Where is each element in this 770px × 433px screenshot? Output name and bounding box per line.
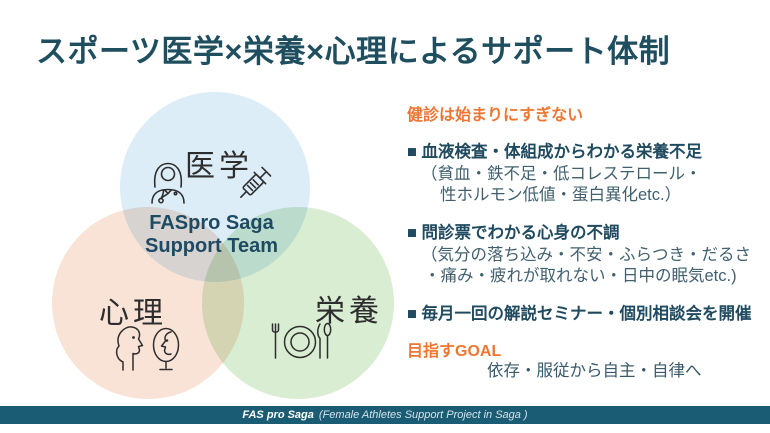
medicine-label: 医学 (185, 150, 253, 183)
nutrition-circle (202, 207, 394, 399)
center-label-line2: Support Team (145, 235, 278, 257)
goal-label: 目指すGOAL (407, 343, 502, 360)
bullet-1-sub-1: （貧血・鉄不足・低コレステロール・ (421, 165, 702, 183)
doctor-icon (148, 160, 188, 204)
psychology-label: 心理 (99, 297, 167, 330)
talking-faces-icon (111, 321, 185, 373)
bullet-2-sub-1: （気分の落ち込み・不安・ふらつき・だるさ (421, 246, 751, 264)
plate-cutlery-icon (270, 320, 332, 362)
venn-center-label: FASpro Saga Support Team (109, 212, 314, 258)
footer-bar: FAS pro Saga (Female Athletes Support Pr… (0, 406, 770, 424)
intro-heading: 健診は始まりにすぎない (407, 107, 584, 124)
bullet-3-title: ■ 毎月一回の解説セミナー・個別相談会を開催 (407, 305, 752, 323)
bullet-1-title: ■ 血液検査・体組成からわかる栄養不足 (407, 143, 703, 161)
syringe-icon (233, 162, 277, 204)
footer-brand: FAS pro Saga (242, 409, 314, 421)
bullet-2-title: ■ 問診票でわかる心身の不調 (407, 224, 620, 242)
page-title: スポーツ医学×栄養×心理によるサポート体制 (36, 34, 671, 69)
footer-subtitle: (Female Athletes Support Project in Saga… (318, 409, 528, 421)
bullet-2-sub-2: ・痛み・疲れが取れない・日中の眠気etc.) (424, 267, 737, 285)
nutrition-label: 栄養 (315, 295, 383, 328)
center-label-line1: FASpro Saga (149, 212, 274, 234)
bullet-1-sub-2: 性ホルモン低値・蛋白異化etc.） (440, 186, 682, 204)
goal-text: 依存・服従から自主・自律へ (487, 362, 702, 380)
